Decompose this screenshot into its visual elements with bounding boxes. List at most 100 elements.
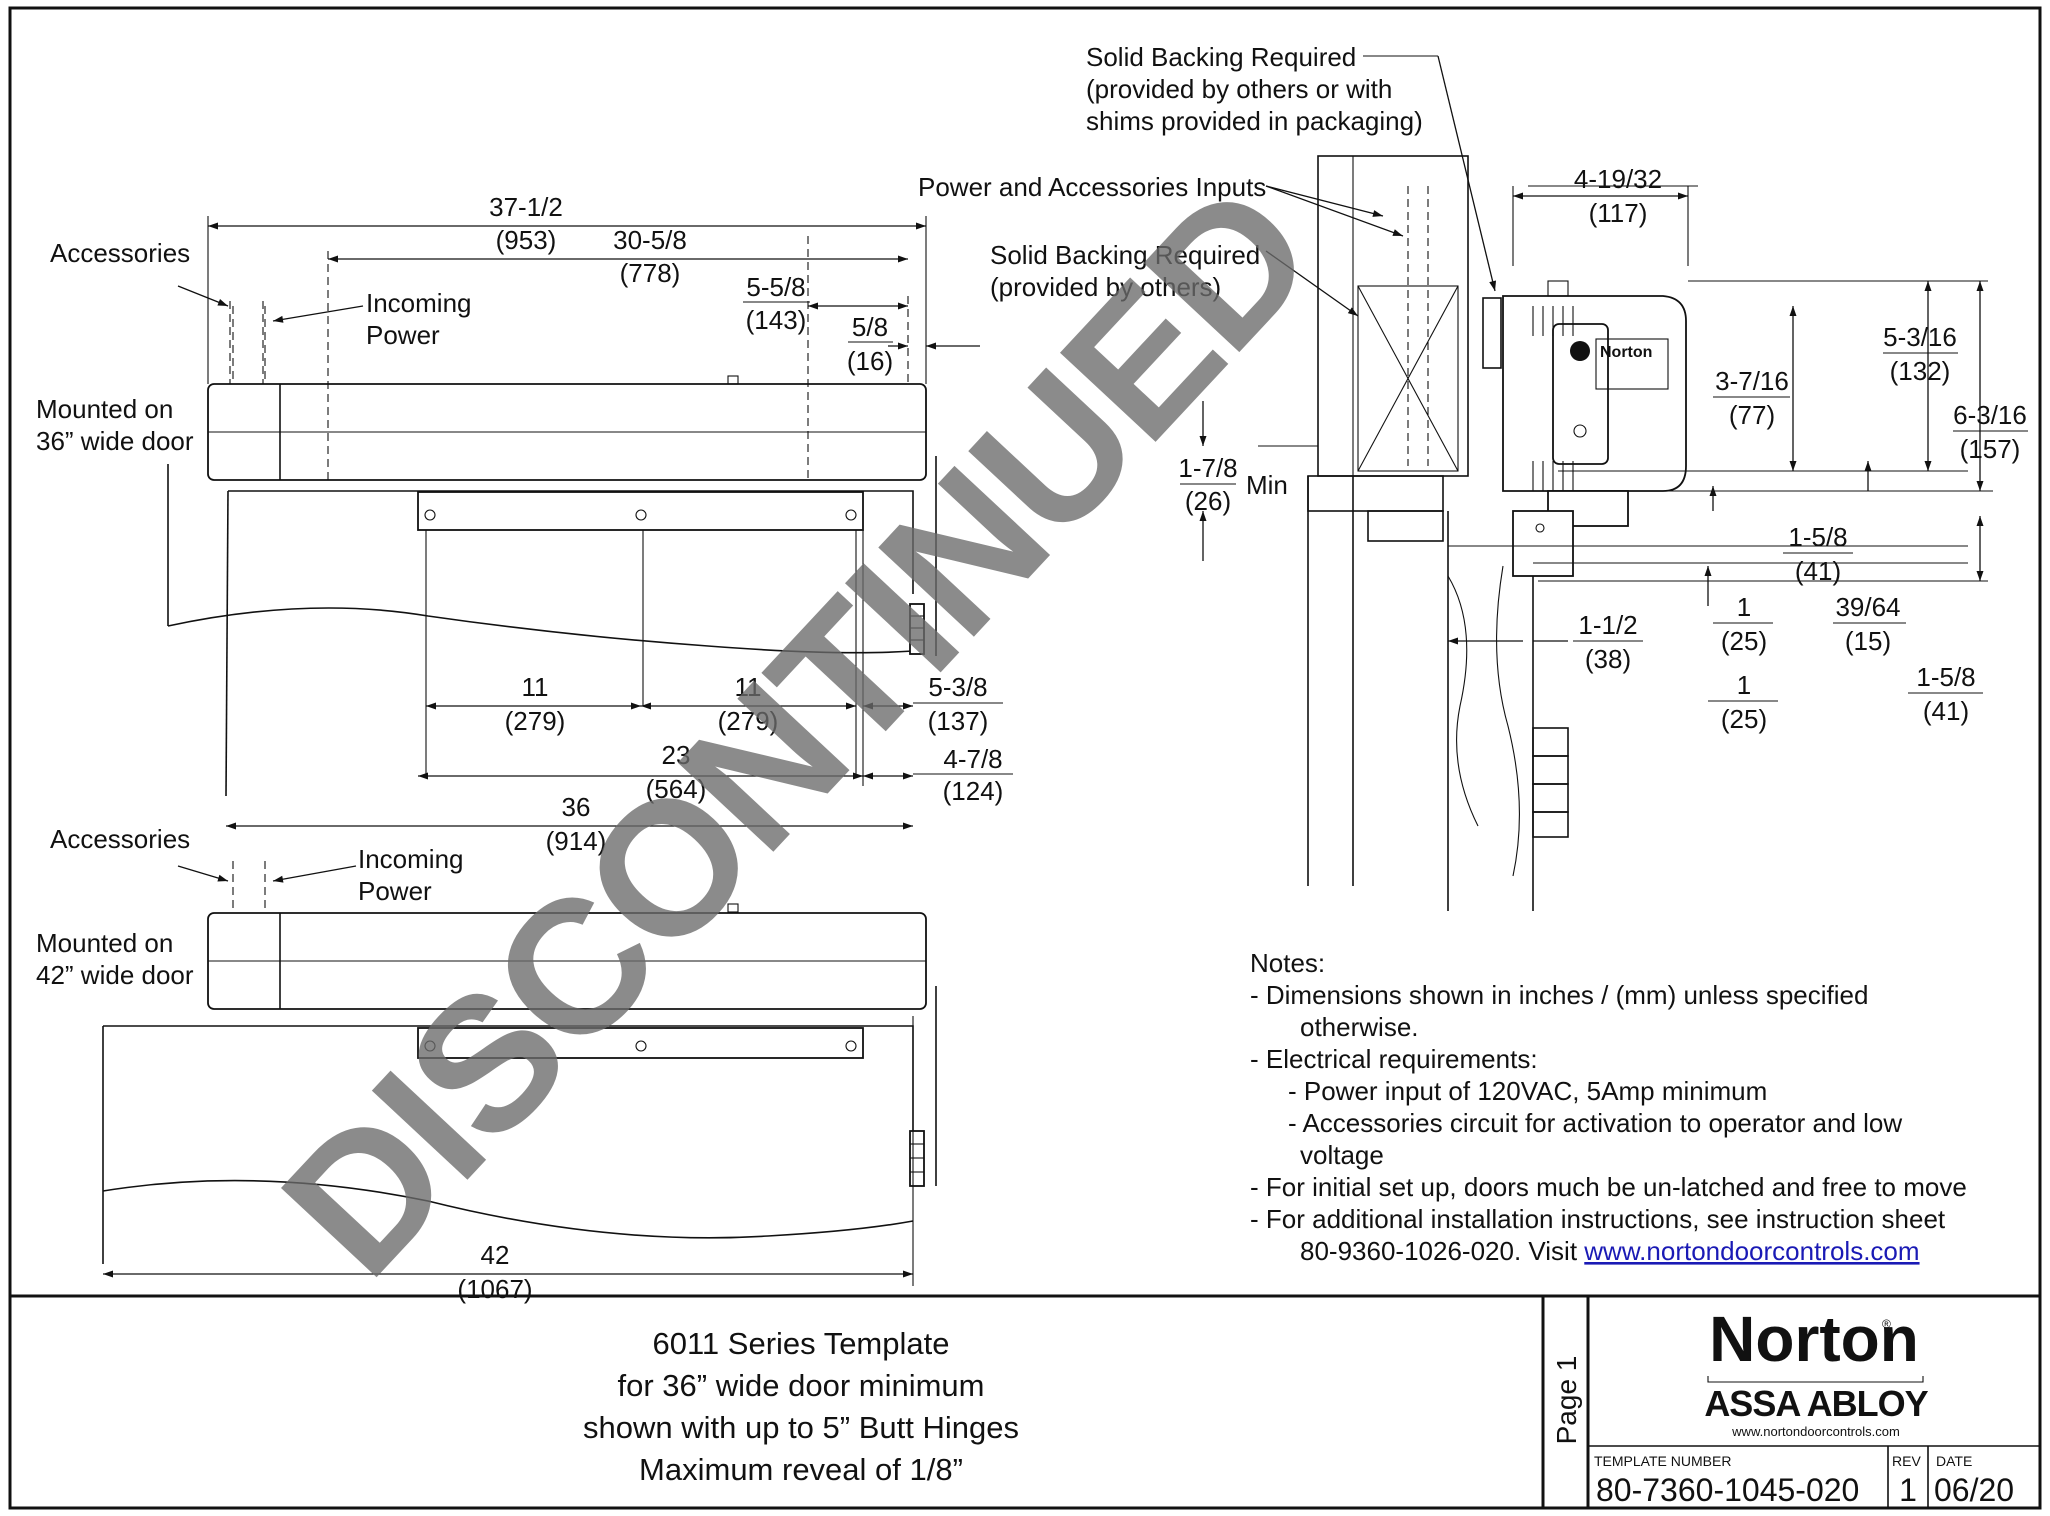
- min-label: Min: [1246, 470, 1288, 500]
- notes-line-6: voltage: [1300, 1140, 1384, 1170]
- dim-42-in: 42: [481, 1240, 510, 1270]
- notes-line-5: - Accessories circuit for activation to …: [1288, 1108, 1902, 1138]
- elevation-36-drawing: [167, 236, 937, 797]
- sheet-border: [8, 6, 2042, 1510]
- dim-23-in: 23: [662, 740, 691, 770]
- title-block: 6011 Series Template for 36” wide door m…: [583, 1296, 2040, 1508]
- dim-11-a-in: 11: [522, 672, 549, 702]
- assa-abloy-logo: ASSA ABLOY: [1704, 1383, 1928, 1424]
- dim-1-a-in: 1: [1737, 592, 1751, 622]
- incoming-power-label-36-line1: Incoming: [366, 288, 472, 318]
- dim-1-7-8-mm: (26): [1185, 486, 1231, 516]
- incoming-power-label-42-line2: Power: [358, 876, 432, 906]
- mounted-label-42-line2: 42” wide door: [36, 960, 194, 990]
- dim-4-7-8-in: 4-7/8: [943, 744, 1002, 774]
- mounted-label-36-line2: 36” wide door: [36, 426, 194, 456]
- notes-line-3: - Electrical requirements:: [1250, 1044, 1538, 1074]
- dim-5-3-16-in: 5-3/16: [1883, 322, 1957, 352]
- notes-line-9-text: 80-9360-1026-020. Visit: [1300, 1236, 1584, 1266]
- dim-5-3-8-mm: (137): [928, 706, 989, 736]
- date-value: 06/20: [1934, 1472, 2014, 1508]
- rev-label: REV: [1892, 1453, 1921, 1469]
- dim-36-in: 36: [562, 792, 591, 822]
- registered-mark: ®: [1882, 1317, 1891, 1331]
- dimension-lines: [103, 55, 1984, 1286]
- template-number: 80-7360-1045-020: [1596, 1472, 1859, 1508]
- dim-1-a-mm: (25): [1721, 626, 1767, 656]
- date-label: DATE: [1936, 1453, 1972, 1469]
- template-number-label: TEMPLATE NUMBER: [1594, 1453, 1731, 1469]
- backing-note-mid-line2: (provided by others): [990, 272, 1221, 302]
- dim-6-3-16-in: 6-3/16: [1953, 400, 2027, 430]
- dim-1-5-8-b-mm: (41): [1923, 696, 1969, 726]
- dim-11-a-mm: (279): [505, 706, 566, 736]
- incoming-power-label-36-line2: Power: [366, 320, 440, 350]
- dim-1-b-in: 1: [1737, 670, 1751, 700]
- dim-3-7-16-in: 3-7/16: [1715, 366, 1789, 396]
- mounted-label-36-line1: Mounted on: [36, 394, 173, 424]
- notes-line-1: - Dimensions shown in inches / (mm) unle…: [1250, 980, 1868, 1010]
- incoming-power-label-42-line1: Incoming: [358, 844, 464, 874]
- title-line-3: shown with up to 5” Butt Hinges: [583, 1410, 1019, 1445]
- dim-6-3-16-mm: (157): [1960, 434, 2021, 464]
- title-line-4: Maximum reveal of 1/8”: [639, 1452, 963, 1487]
- rev-value: 1: [1899, 1472, 1917, 1508]
- backing-note-top-line3: shims provided in packaging): [1086, 106, 1423, 136]
- dim-36-mm: (914): [546, 826, 607, 856]
- notes-block: Notes: - Dimensions shown in inches / (m…: [1250, 948, 1967, 1266]
- dim-4-19-32-in: 4-19/32: [1574, 164, 1662, 194]
- website-link[interactable]: www.nortondoorcontrols.com: [1583, 1236, 1919, 1266]
- accessories-label-36: Accessories: [50, 238, 190, 268]
- elevation-42-drawing: [102, 861, 937, 1264]
- dim-37-1-2-in: 37-1/2: [489, 192, 563, 222]
- dim-37-1-2-mm: (953): [496, 225, 557, 255]
- arm-track-36: [417, 491, 864, 531]
- dimension-labels-section: 4-19/32 (117) 5-3/16 (132) 3-7/16 (77) 6…: [1178, 164, 2028, 734]
- section-view-drawing: Norton: [1258, 155, 1993, 911]
- dim-5-5-8-in: 5-5/8: [746, 272, 805, 302]
- dim-1-5-8-a-in: 1-5/8: [1788, 522, 1847, 552]
- dim-11-b-mm: (279): [718, 706, 779, 736]
- dim-1-5-8-b-in: 1-5/8: [1916, 662, 1975, 692]
- page-number: Page 1: [1551, 1356, 1582, 1445]
- dim-30-5-8-mm: (778): [620, 258, 681, 288]
- title-line-1: 6011 Series Template: [653, 1326, 950, 1361]
- notes-line-7: - For initial set up, doors much be un-l…: [1250, 1172, 1967, 1202]
- title-line-2: for 36” wide door minimum: [618, 1368, 985, 1403]
- dim-39-64-mm: (15): [1845, 626, 1891, 656]
- dim-5-5-8-mm: (143): [746, 305, 807, 335]
- dim-1-1-2-in: 1-1/2: [1578, 610, 1637, 640]
- accessories-label-42: Accessories: [50, 824, 190, 854]
- dim-39-64-in: 39/64: [1835, 592, 1900, 622]
- backing-note-top-line2: (provided by others or with: [1086, 74, 1392, 104]
- dim-1-5-8-a-mm: (41): [1795, 556, 1841, 586]
- mounted-label-42-line1: Mounted on: [36, 928, 173, 958]
- dim-1-7-8-in: 1-7/8: [1178, 453, 1237, 483]
- notes-line-4: - Power input of 120VAC, 5Amp minimum: [1288, 1076, 1767, 1106]
- notes-line-9: 80-9360-1026-020. Visit www.nortondoorco…: [1300, 1236, 1920, 1266]
- dim-5-3-16-mm: (132): [1890, 356, 1951, 386]
- dim-5-3-8-in: 5-3/8: [928, 672, 987, 702]
- notes-line-2: otherwise.: [1300, 1012, 1419, 1042]
- dim-3-7-16-mm: (77): [1729, 400, 1775, 430]
- dim-4-19-32-mm: (117): [1589, 198, 1648, 228]
- backing-note-mid-line1: Solid Backing Required: [990, 240, 1260, 270]
- unit-brand-label: Norton: [1600, 344, 1652, 361]
- dim-1-1-2-mm: (38): [1585, 644, 1631, 674]
- notes-line-8: - For additional installation instructio…: [1250, 1204, 1946, 1234]
- dim-11-b-in: 11: [735, 672, 762, 702]
- dimension-labels-36: 37-1/2 (953) 30-5/8 (778) 5-5/8 (143) 5/…: [489, 192, 1013, 856]
- dim-30-5-8-in: 30-5/8: [613, 225, 687, 255]
- dim-4-7-8-mm: (124): [943, 776, 1004, 806]
- arm-track-42: [417, 1027, 864, 1059]
- norton-logo: Norton: [1709, 1303, 1919, 1375]
- dim-1-b-mm: (25): [1721, 704, 1767, 734]
- dim-42-mm: (1067): [457, 1274, 532, 1304]
- notes-heading: Notes:: [1250, 948, 1325, 978]
- dim-23-mm: (564): [646, 774, 707, 804]
- logo-url: www.nortondoorcontrols.com: [1731, 1424, 1900, 1439]
- drawing-sheet: Norton: [8, 6, 2042, 1510]
- dim-5-8-mm: (16): [847, 346, 893, 376]
- dim-5-8-in: 5/8: [852, 312, 888, 342]
- power-inputs-label: Power and Accessories Inputs: [918, 172, 1266, 202]
